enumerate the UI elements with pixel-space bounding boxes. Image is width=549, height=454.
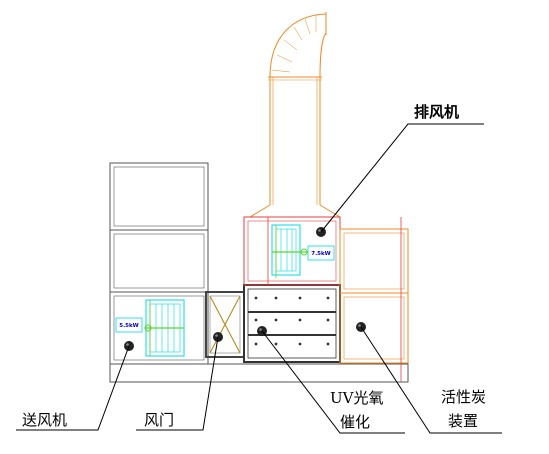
damper-box: [205, 291, 245, 358]
exhaust-fan: 7.5kW: [271, 224, 335, 278]
supply-fan-leader: [16, 345, 130, 431]
carbon-label-line2: 装置: [448, 412, 478, 430]
exhaust-fan-housing: [243, 216, 341, 286]
damper-leader: [136, 336, 219, 431]
exhaust-fan-label: 排风机: [414, 103, 459, 121]
supply-fan: 5.5kW: [115, 299, 185, 357]
leader-lines: [16, 123, 502, 434]
supply-fan-label: 送风机: [22, 411, 67, 429]
uv-leader: [261, 330, 405, 434]
damper-label: 风门: [144, 411, 174, 429]
supply-air-handler: [109, 162, 209, 365]
uv-label-line1: UV光氧: [330, 389, 383, 407]
supply-motor: [115, 317, 143, 333]
carbon-leader: [360, 326, 502, 434]
exhaust-motor: [307, 245, 335, 261]
exhaust-duct: [249, 12, 341, 218]
carbon-label-line1: 活性炭: [441, 388, 486, 406]
exhaust-motor-rating: 7.5kW: [311, 251, 330, 257]
base-skid: [109, 217, 409, 383]
uv-label-line2: 催化: [340, 413, 370, 431]
uv-photocatalysis-box: [243, 284, 341, 363]
activated-carbon-unit: [339, 228, 409, 364]
supply-motor-rating: 5.5kW: [119, 323, 138, 329]
exhaust-fan-leader: [320, 123, 484, 233]
